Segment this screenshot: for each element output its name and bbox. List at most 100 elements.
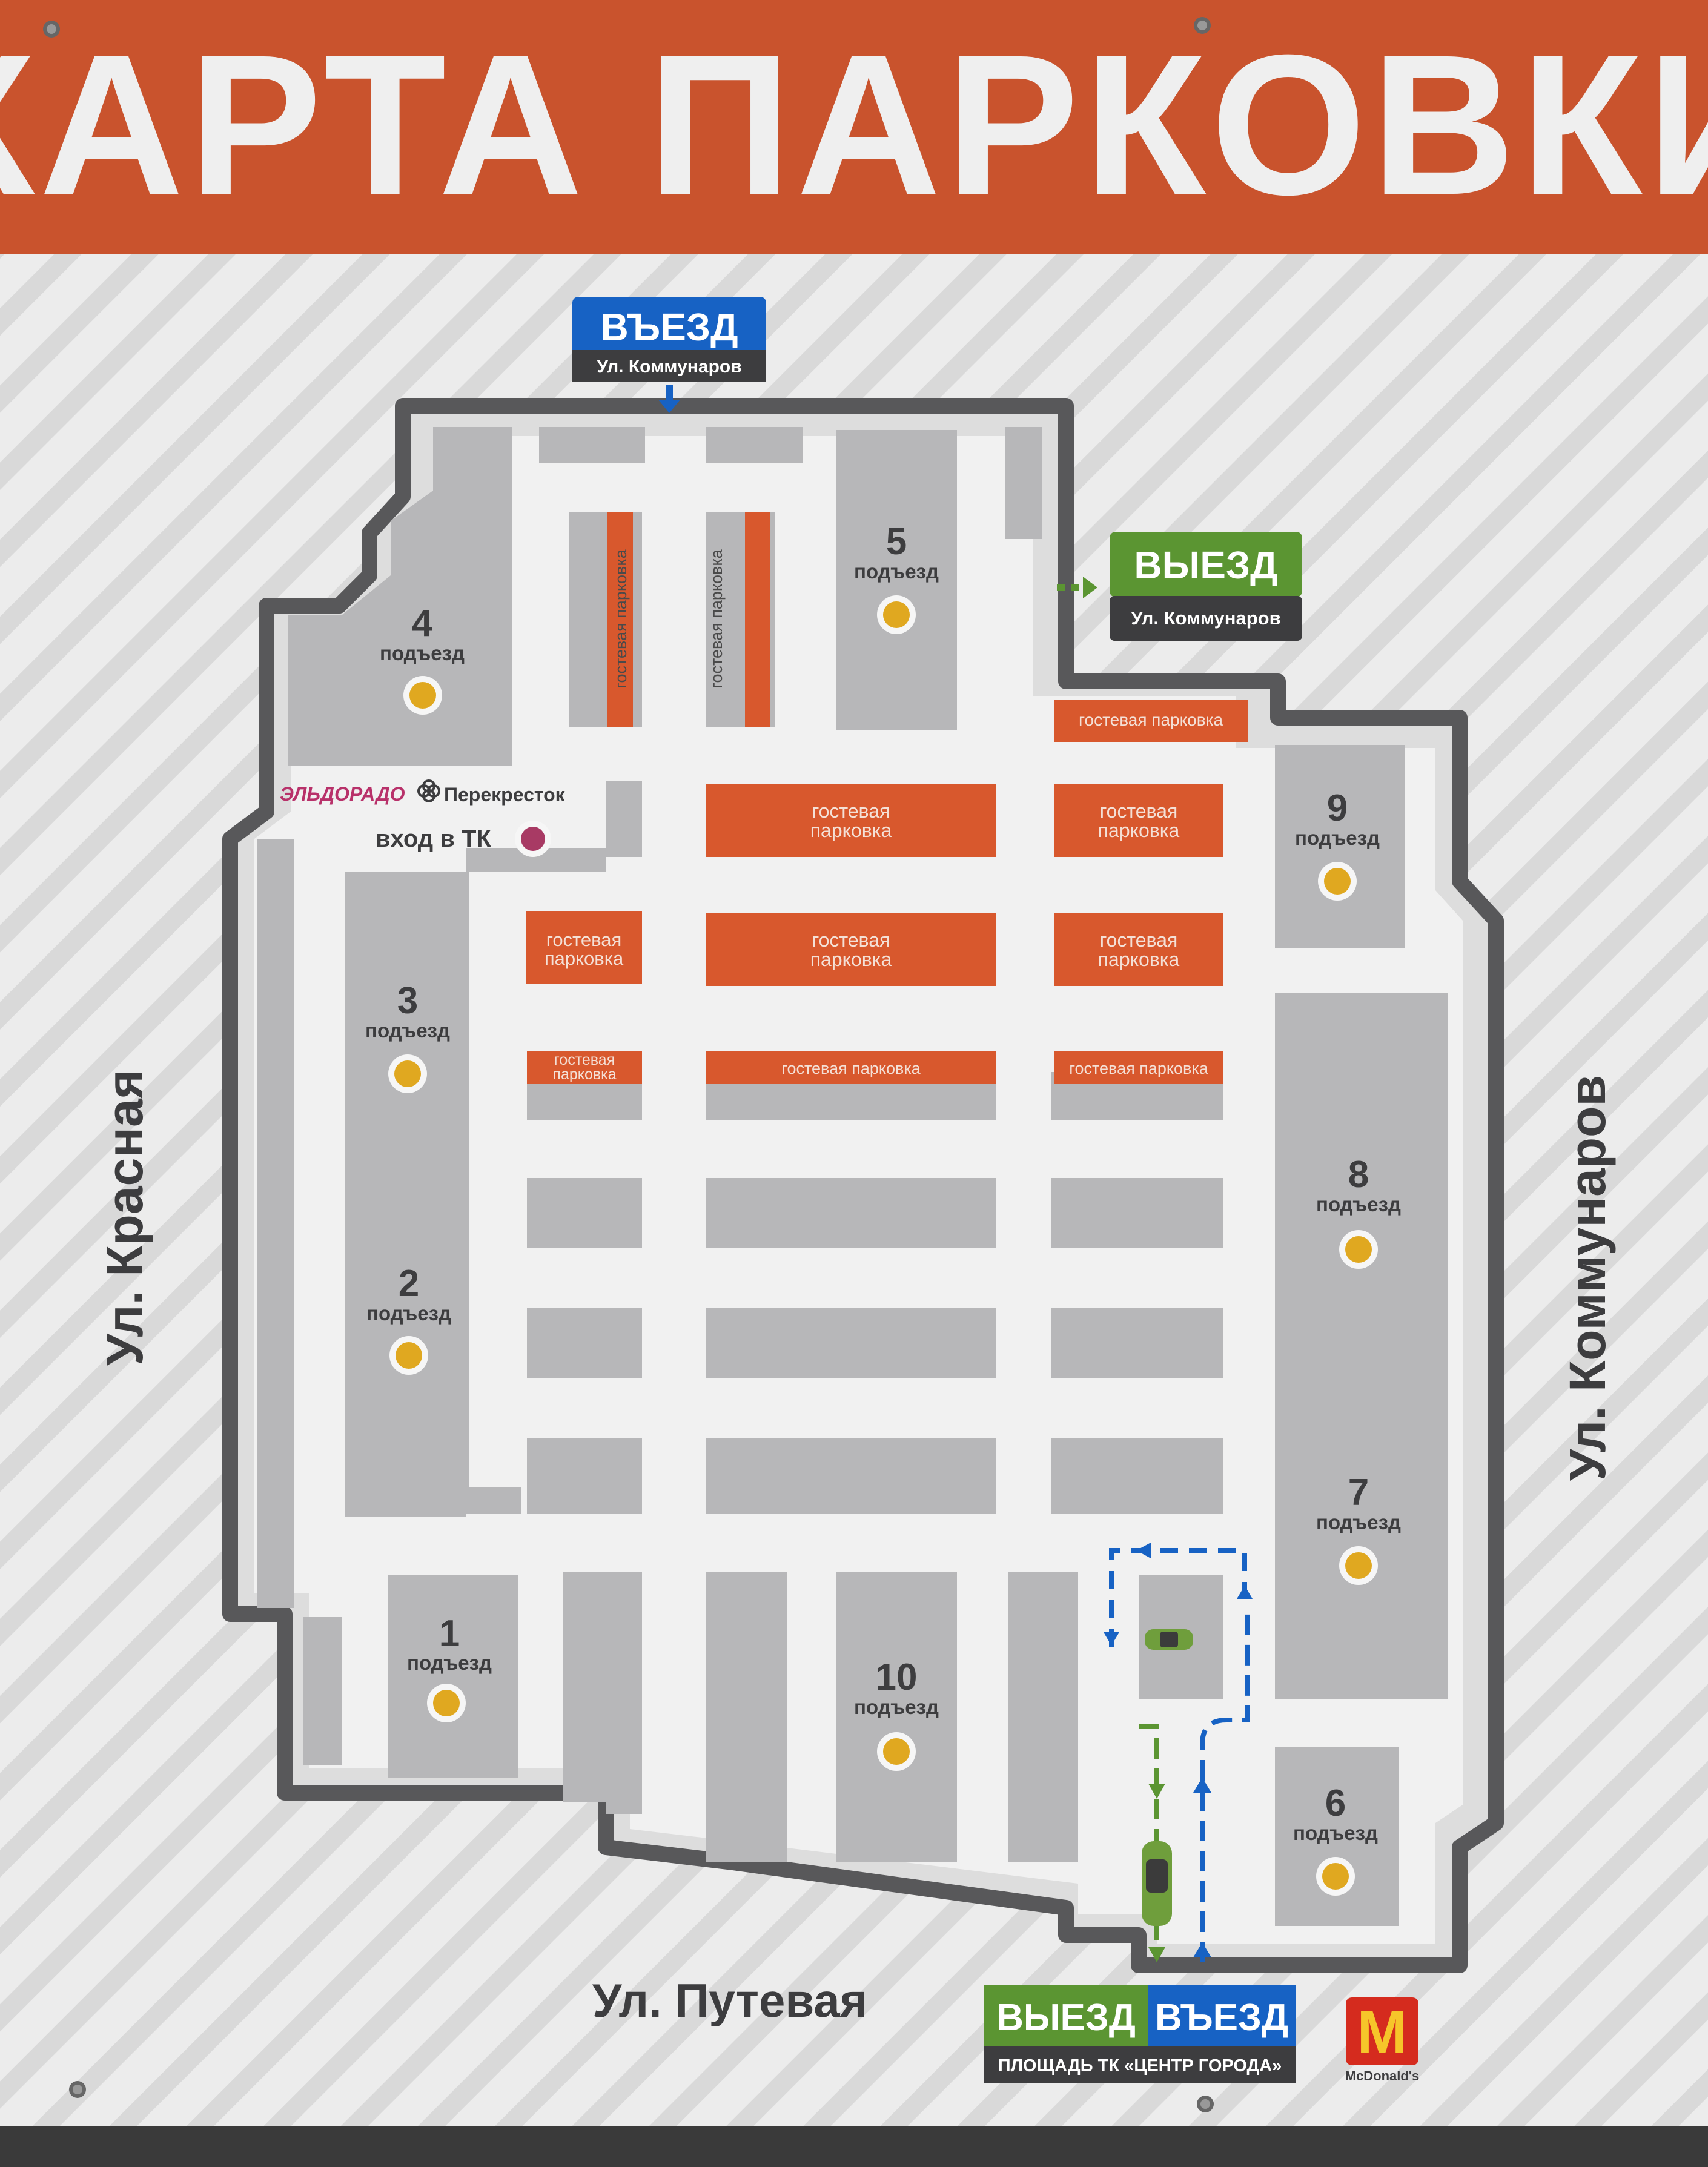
page-title: КАРТА ПАРКОВКИ (0, 13, 1708, 236)
building-block (706, 1438, 996, 1514)
building-block (706, 427, 803, 463)
guest-parking-label: гостевая парковка (781, 1059, 921, 1077)
entrance-5: 5 подъезд (854, 521, 939, 634)
entrance-7: 7 подъезд (1316, 1472, 1401, 1585)
entry-arrow-icon (1193, 1942, 1211, 1957)
guest-parking-area (526, 911, 642, 984)
entrance-label: подъезд (407, 1652, 492, 1674)
building-block (706, 1178, 996, 1248)
guest-parking-label: парковка (1098, 948, 1180, 970)
car-icon (1145, 1629, 1193, 1650)
entrance-9: 9 подъезд (1295, 787, 1380, 901)
street-left-label: Ул. Красная (96, 1069, 153, 1365)
building-blocks (257, 427, 1448, 1926)
exit-sign-right: ВЫЕЗД Ул. Коммунаров (1057, 532, 1302, 641)
guest-parking-label: гостевая (546, 929, 622, 950)
entrance-label: подъезд (366, 1302, 451, 1325)
entrance-number: 10 (876, 1656, 918, 1698)
entry-sign-title-box (572, 297, 766, 357)
entry-arrow-icon (658, 385, 680, 413)
exit-sign-street-box (1110, 596, 1302, 641)
entrance-marker-icon (396, 1342, 422, 1369)
building-block (527, 1178, 642, 1248)
exit-sign-title-box (1110, 532, 1302, 597)
bottom-sign: ВЫЕЗД ВЪЕЗД ПЛОЩАДЬ ТК «ЦЕНТР ГОРОДА» (984, 1985, 1296, 2083)
entrance-number: 7 (1348, 1472, 1369, 1514)
building-block (1005, 427, 1042, 539)
street-right-label: Ул. Коммунаров (1559, 1075, 1616, 1481)
building-block (345, 872, 466, 1517)
guest-parking-strip (607, 512, 633, 727)
guest-parking-label: гостевая парковка (707, 549, 726, 689)
exit-arrow-icon (1057, 577, 1097, 598)
street-bottom-label: Ул. Путевая (592, 1974, 867, 2027)
building-block (836, 430, 957, 730)
entry-sign-street: Ул. Коммунаров (597, 357, 741, 377)
guest-parking-label: парковка (1098, 819, 1180, 841)
guest-parking-area (1054, 784, 1223, 857)
bottom-entry-box (1148, 1985, 1296, 2047)
entrance-2: 2 подъезд (366, 1263, 451, 1375)
building-block (288, 427, 512, 766)
entrance-label: подъезд (365, 1019, 450, 1042)
guest-parking-label: гостевая парковка (1069, 1059, 1209, 1077)
entrance-label: подъезд (1295, 827, 1380, 849)
building-block (257, 839, 294, 1608)
guest-parking-label: гостевая (554, 1051, 615, 1068)
entrance-number: 9 (1327, 787, 1348, 829)
building-block (1275, 1747, 1399, 1926)
entrance-number: 2 (399, 1263, 419, 1305)
guest-parking-area (706, 913, 996, 986)
board-bottom-edge (0, 2126, 1708, 2167)
guest-parking-label: парковка (810, 948, 892, 970)
entrance-label: подъезд (380, 642, 465, 664)
screw-icon (43, 21, 60, 38)
guest-parking-area (1054, 700, 1248, 742)
building-block (706, 1308, 996, 1378)
header-bar (0, 0, 1708, 254)
entrance-number: 4 (412, 603, 433, 644)
building-block (836, 1572, 957, 1862)
bottom-exit-title: ВЫЕЗД (996, 1997, 1136, 2039)
guest-parking-label: гостевая парковка (1079, 710, 1223, 729)
guest-parking-label: гостевая парковка (612, 549, 630, 689)
screw-icon (1194, 17, 1211, 34)
guest-parking-area (1054, 913, 1223, 986)
entrance-8: 8 подъезд (1316, 1154, 1401, 1269)
entrance-labels: 1 подъезд 2 подъезд 3 подъезд 4 подъезд … (365, 521, 1401, 1896)
screw-icon (1197, 2096, 1214, 2112)
entry-sign-street-box (572, 350, 766, 382)
bottom-place-label: ПЛОЩАДЬ ТК «ЦЕНТР ГОРОДА» (998, 2056, 1282, 2076)
guest-parking-area (527, 1051, 642, 1084)
building-block (1051, 1438, 1223, 1514)
exit-sign-title: ВЫЕЗД (1134, 543, 1277, 587)
screw-icon (69, 2081, 86, 2098)
exit-arrow-icon (1148, 1947, 1165, 1962)
entry-route-path (1200, 1605, 1250, 1962)
mcdonalds-logo-icon: M McDonald's (1345, 1997, 1420, 2083)
entrance-marker-icon (1324, 868, 1351, 895)
entry-sign-top: ВЪЕЗД Ул. Коммунаров (572, 297, 766, 413)
mcdonalds-label: McDonald's (1345, 2068, 1420, 2083)
entrance-number: 8 (1348, 1154, 1369, 1196)
building-block (1275, 745, 1405, 948)
eldorado-logo: ЭЛЬДОРАДО (280, 783, 405, 805)
entrance-label: подъезд (854, 1696, 939, 1718)
entrance-3: 3 подъезд (365, 980, 450, 1093)
entry-arrow-icon (1104, 1632, 1119, 1646)
entrance-marker-icon (1345, 1236, 1372, 1263)
mall-entrance-label: вход в ТК (376, 825, 491, 852)
building-block (1008, 1572, 1078, 1862)
entrance-marker-icon (394, 1060, 421, 1087)
entry-sign-title: ВЪЕЗД (600, 305, 738, 349)
entry-route-path (1109, 1548, 1247, 1647)
guest-parking-area (706, 784, 996, 857)
guest-parking-area (706, 1051, 996, 1084)
entrance-6: 6 подъезд (1293, 1782, 1378, 1896)
guest-parking-areas: гостевая парковка гостевая парковка гост… (526, 512, 1248, 1084)
entrance-label: подъезд (1316, 1193, 1401, 1216)
perekrestok-logo: Перекресток (444, 784, 566, 806)
guest-parking-label: гостевая (1100, 800, 1178, 822)
